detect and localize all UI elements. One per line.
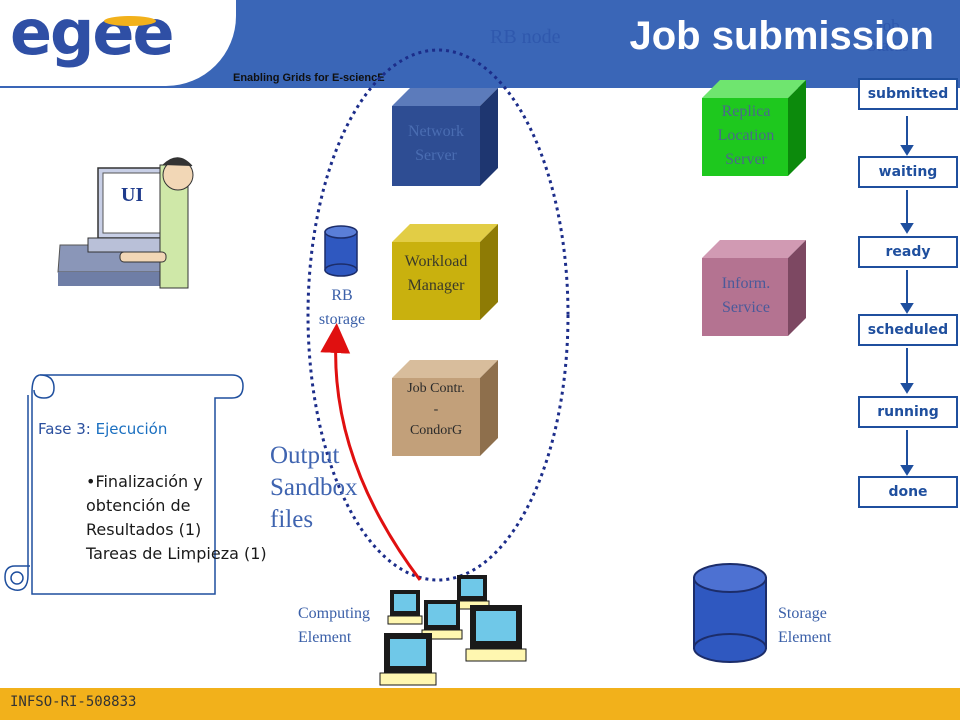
inform-service-label-line2: Service bbox=[722, 299, 770, 316]
status-submitted: submitted bbox=[858, 78, 958, 110]
inform-service-label: Inform. Service bbox=[704, 272, 788, 320]
status-ready: ready bbox=[858, 236, 958, 268]
phase-bullet-line1: •Finalización y bbox=[86, 472, 203, 491]
storage-element-label: Storage Element bbox=[778, 602, 831, 650]
rb-storage-label-line2: storage bbox=[318, 311, 366, 328]
network-server-label: Network Server bbox=[394, 120, 478, 168]
phase-name: Ejecución bbox=[95, 420, 168, 438]
page-title: Job submission bbox=[629, 14, 935, 58]
rb-node-label: RB node bbox=[490, 26, 561, 48]
inform-service-label-line1: Inform. bbox=[721, 275, 771, 292]
status-waiting: waiting bbox=[858, 156, 958, 188]
network-server-cube bbox=[392, 88, 498, 186]
computing-element-label-line1: Computing bbox=[298, 605, 371, 622]
output-sandbox-label-line1: Output bbox=[270, 442, 340, 469]
workload-manager-cube bbox=[392, 224, 498, 320]
project-id: INFSO-RI-508833 bbox=[10, 694, 137, 710]
output-sandbox-label: Output Sandbox files bbox=[270, 440, 358, 536]
status-done: done bbox=[858, 476, 958, 508]
output-sandbox-label-line3: files bbox=[270, 506, 314, 533]
job-controller-label-line2: - bbox=[433, 402, 439, 417]
computing-element-label: Computing Element bbox=[298, 602, 370, 650]
replica-location-server-label-line2: Location bbox=[717, 127, 775, 144]
job-status-label: Job Status bbox=[838, 16, 938, 56]
egee-logo: egee bbox=[10, 0, 175, 69]
logo-text: egee bbox=[10, 0, 175, 69]
job-controller-cube bbox=[392, 360, 498, 456]
ui-computer-icon bbox=[57, 157, 194, 289]
phase-heading: Fase 3: Ejecución bbox=[38, 420, 167, 438]
inform-service-cube bbox=[702, 240, 806, 336]
job-status-connectors bbox=[900, 116, 914, 476]
phase-bullet-line4: Tareas de Limpieza (1) bbox=[86, 544, 267, 563]
job-controller-label: Job Contr. - CondorG bbox=[394, 378, 478, 441]
rb-storage-label: RB storage bbox=[300, 284, 384, 332]
output-sandbox-label-line2: Sandbox bbox=[270, 474, 358, 501]
storage-element-icon bbox=[693, 563, 767, 663]
status-running: running bbox=[858, 396, 958, 428]
storage-element-label-line1: Storage bbox=[778, 605, 827, 622]
phase-bullets: •Finalización y obtención de Resultados … bbox=[86, 470, 267, 566]
rb-storage-icon bbox=[324, 225, 358, 277]
computing-element-label-line2: Element bbox=[298, 629, 352, 646]
rb-node-boundary bbox=[306, 48, 570, 582]
output-sandbox-arrow bbox=[320, 323, 422, 581]
workload-manager-label-line2: Manager bbox=[407, 277, 465, 294]
logo-background bbox=[0, 0, 236, 86]
job-controller-label-line1: Job Contr. bbox=[407, 381, 465, 396]
workload-manager-label: Workload Manager bbox=[394, 250, 478, 298]
replica-location-server-label: Replica Location Server bbox=[704, 100, 788, 172]
job-status-label-line1: Job bbox=[876, 16, 900, 35]
phase-prefix: Fase 3: bbox=[38, 420, 96, 438]
job-controller-label-line3: CondorG bbox=[409, 423, 463, 438]
logo-accent-icon bbox=[104, 16, 156, 26]
tagline: Enabling Grids for E-sciencE bbox=[233, 72, 385, 84]
footer-bar bbox=[0, 688, 960, 720]
network-server-label-line1: Network bbox=[408, 123, 464, 140]
replica-location-server-label-line3: Server bbox=[725, 151, 767, 168]
network-server-label-line2: Server bbox=[415, 147, 457, 164]
job-status-label-line2: Status bbox=[867, 36, 909, 55]
phase-bullet-line3: Resultados (1) bbox=[86, 520, 202, 539]
phase-bullet-line2: obtención de bbox=[86, 496, 191, 515]
rb-storage-label-line1: RB bbox=[331, 287, 353, 304]
status-scheduled: scheduled bbox=[858, 314, 958, 346]
replica-location-server-label-line1: Replica bbox=[721, 103, 771, 120]
computing-element-icon bbox=[379, 575, 527, 686]
workload-manager-label-line1: Workload bbox=[404, 253, 468, 270]
storage-element-label-line2: Element bbox=[778, 629, 832, 646]
replica-location-server-cube bbox=[702, 80, 806, 176]
scroll-note-shape bbox=[4, 374, 244, 595]
ui-label: UI bbox=[121, 184, 144, 206]
